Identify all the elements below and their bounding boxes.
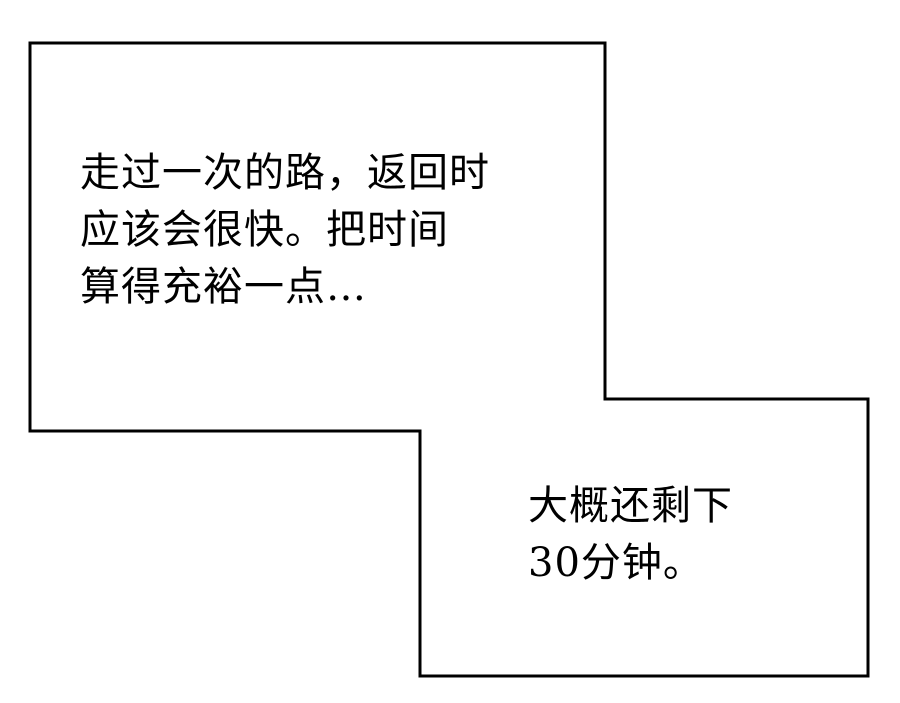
caption-2-line-1: 大概还剩下 xyxy=(528,483,733,529)
caption-1-line-1: 走过一次的路，返回时 xyxy=(80,150,490,196)
caption-text-2: 大概还剩下 30分钟。 xyxy=(528,478,733,592)
caption-2-line-2: 30分钟。 xyxy=(528,540,704,586)
caption-text-1: 走过一次的路，返回时 应该会很快。把时间 算得充裕一点… xyxy=(80,145,490,316)
caption-box-border xyxy=(28,41,870,678)
caption-1-line-2: 应该会很快。把时间 xyxy=(80,207,449,253)
caption-1-line-3: 算得充裕一点… xyxy=(80,264,367,310)
